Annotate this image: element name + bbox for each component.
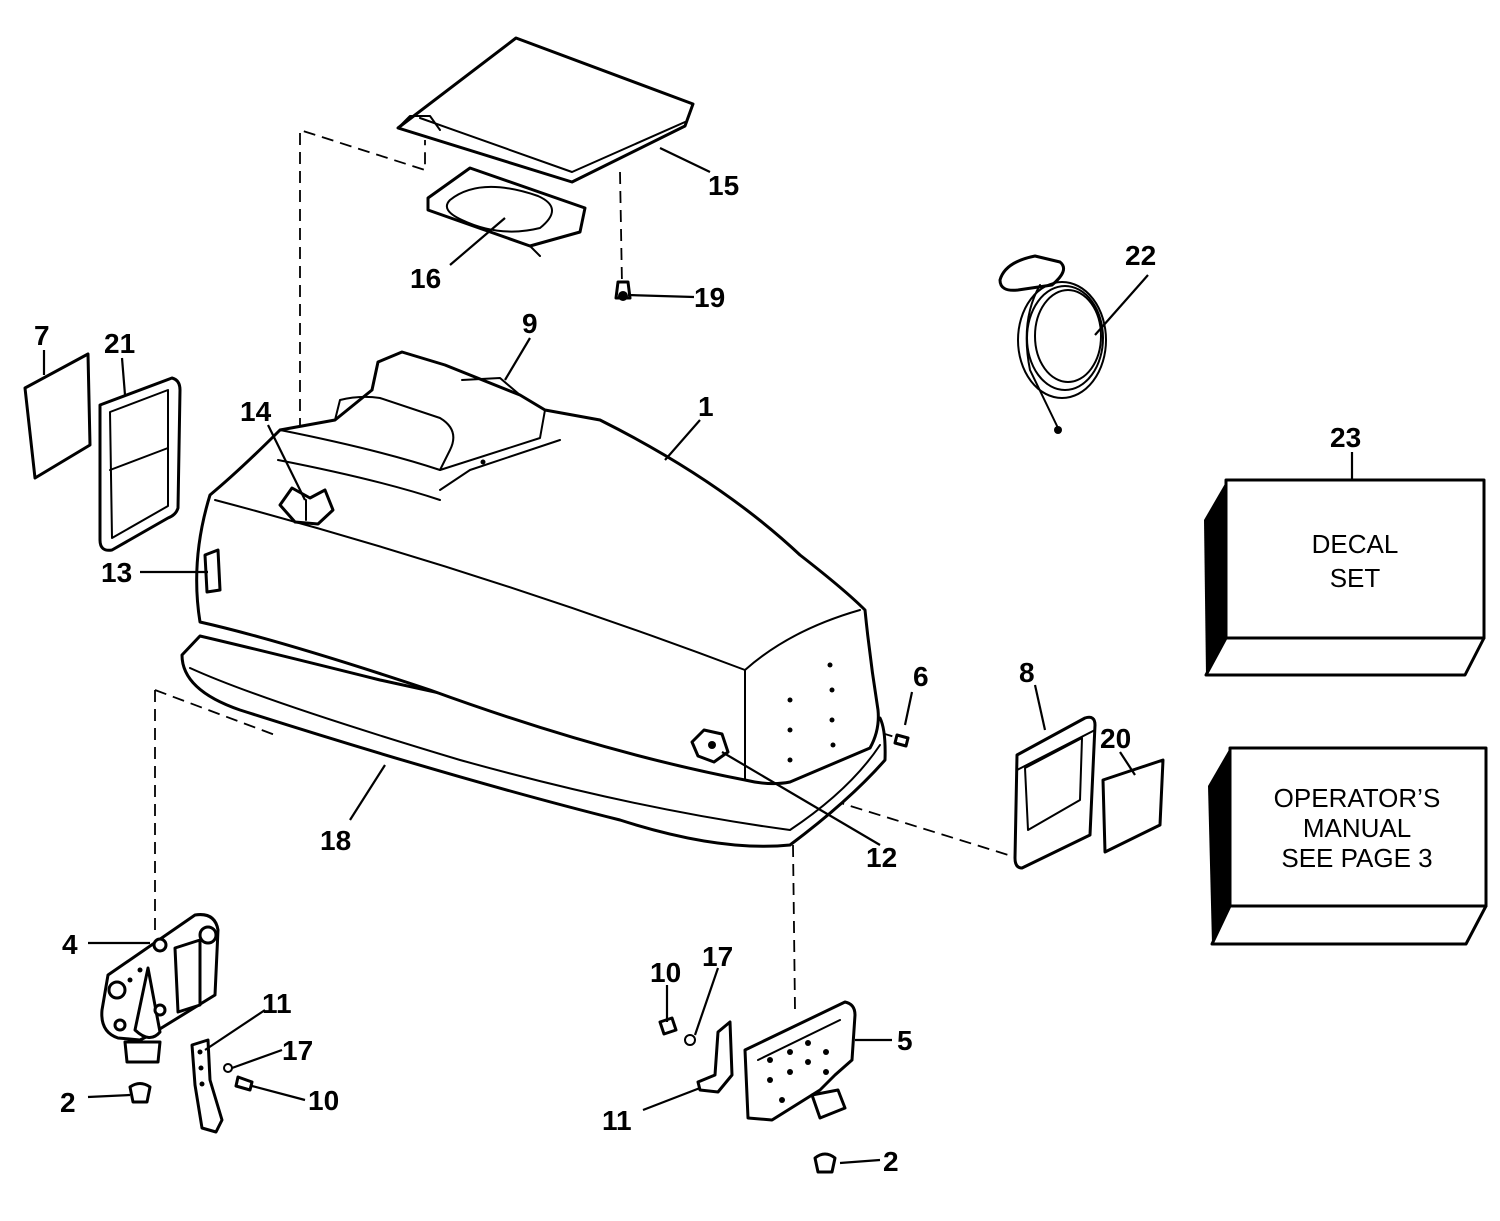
callout-8: 8: [1019, 657, 1035, 688]
part-14-latch: [278, 486, 335, 526]
callout-21: 21: [104, 328, 135, 359]
operators-manual-box: OPERATOR’S MANUAL SEE PAGE 3: [1208, 746, 1488, 946]
part-4-bracket: [100, 913, 220, 1064]
callout-14: 14: [240, 396, 272, 427]
callout-12: 12: [866, 842, 897, 873]
callout-2-right: 2: [883, 1146, 899, 1177]
callout-11-right: 11: [602, 1105, 632, 1136]
part-5-bracket: [743, 1000, 857, 1122]
callout-17-right: 17: [702, 941, 733, 972]
part-12-latch: [690, 728, 730, 764]
part-6-screw: [893, 733, 910, 748]
callout-17-left: 17: [282, 1035, 313, 1066]
callout-20: 20: [1100, 723, 1131, 754]
part-8-frame: [1013, 715, 1097, 870]
manual-line-3: SEE PAGE 3: [1281, 843, 1432, 873]
manual-line-1: OPERATOR’S: [1274, 783, 1441, 813]
callout-6: 6: [913, 661, 929, 692]
callout-labels: 15 16 19 9 1 14 7 21 13 22 23 8 20 6 12 …: [34, 170, 1361, 1177]
callout-23: 23: [1330, 422, 1361, 453]
callout-7: 7: [34, 320, 50, 351]
callout-1: 1: [698, 391, 714, 422]
right-hardware: [658, 1016, 837, 1174]
callout-16: 16: [410, 263, 441, 294]
part-23-decal-set-box: DECAL SET: [1204, 478, 1486, 677]
part-11-strap-left: [190, 1038, 224, 1134]
callout-4: 4: [62, 929, 78, 960]
callout-11-left: 11: [262, 988, 292, 1019]
left-hardware: [128, 1063, 254, 1104]
decal-set-line-2: SET: [1330, 563, 1381, 593]
callout-18: 18: [320, 825, 351, 856]
callout-9: 9: [522, 308, 538, 339]
callout-5: 5: [897, 1025, 913, 1056]
part-20-decal: [1101, 758, 1165, 854]
part-1-main-cover: [195, 350, 880, 786]
callout-10-right: 10: [650, 957, 681, 988]
part-15-hood-lid: [396, 36, 695, 184]
callout-15: 15: [708, 170, 739, 201]
decal-set-line-1: DECAL: [1312, 529, 1399, 559]
callout-19: 19: [694, 282, 725, 313]
part-13-side-latch: [203, 548, 222, 594]
manual-line-2: MANUAL: [1303, 813, 1411, 843]
part-19-screw: [614, 280, 632, 301]
callout-22: 22: [1125, 240, 1156, 271]
part-21-frame: [98, 376, 182, 552]
part-22-cable: [998, 254, 1107, 434]
part-18-seal: [180, 634, 887, 848]
part-16-grille: [426, 166, 587, 257]
part-11-strap-right: [696, 1020, 734, 1094]
callout-13: 13: [101, 557, 132, 588]
callout-10-left: 10: [308, 1085, 339, 1116]
callout-2-left: 2: [60, 1087, 76, 1118]
leader-lines: [42, 147, 1354, 1165]
part-7-decal: [23, 352, 92, 480]
